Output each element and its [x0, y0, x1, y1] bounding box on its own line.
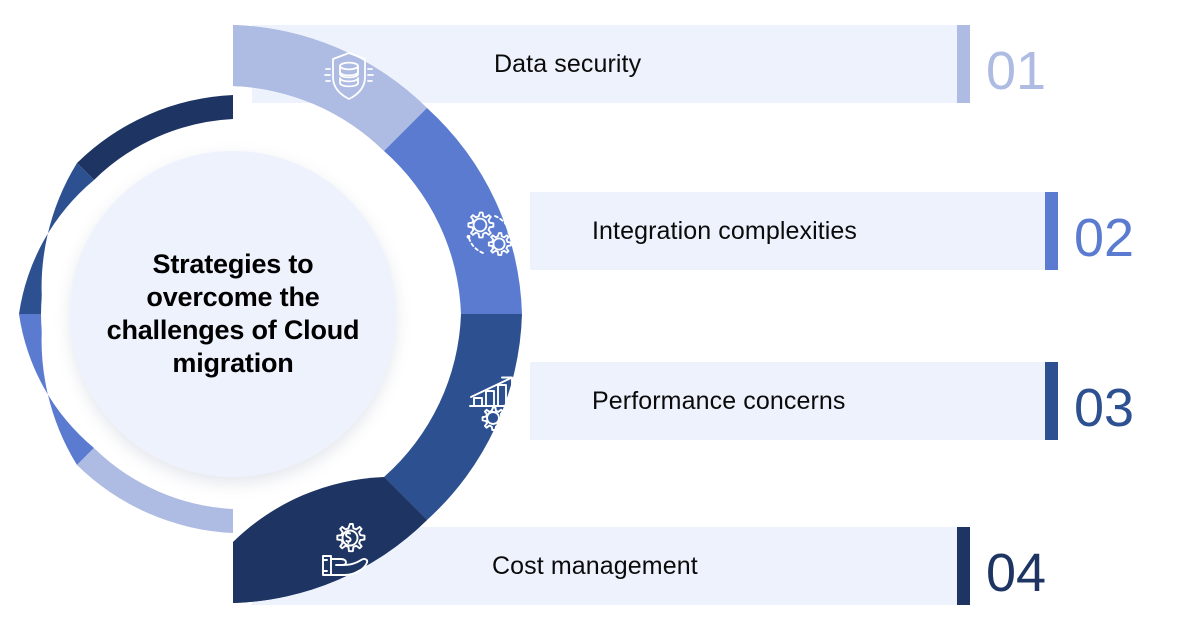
ring-thin-segment-upper-left — [19, 163, 94, 314]
center-circle: Strategies to overcome the challenges of… — [70, 151, 396, 477]
bar-chart-gear-icon — [461, 368, 525, 432]
ring-thin-segment-lower-left — [19, 314, 94, 465]
gears-icon — [457, 203, 521, 267]
ring-segment-4-extension — [233, 477, 427, 603]
row-accent-bar — [1045, 192, 1058, 270]
list-item-03[interactable]: Performance concerns 03 — [530, 362, 1134, 440]
shield-database-icon — [317, 45, 381, 109]
row-background — [530, 192, 1058, 270]
list-item-label: Data security — [494, 49, 642, 78]
list-item-label: Performance concerns — [592, 386, 846, 415]
list-item-label: Integration complexities — [592, 216, 858, 245]
list-item-number: 03 — [1074, 378, 1135, 438]
ring-thin-segment-bottom-left — [77, 448, 233, 533]
page-title: Strategies to overcome the challenges of… — [106, 249, 360, 378]
row-accent-bar — [957, 25, 970, 103]
list-item-label: Cost management — [492, 551, 698, 580]
ring-thin-segment-top-left — [77, 95, 233, 180]
list-item-02[interactable]: Integration complexities 02 — [530, 192, 1134, 270]
row-background — [530, 362, 1058, 440]
ring-segment-2 — [384, 108, 522, 314]
row-accent-bar — [1045, 362, 1058, 440]
list-item-number: 02 — [1074, 208, 1135, 268]
list-item-number: 01 — [986, 41, 1047, 101]
list-item-number: 04 — [986, 543, 1047, 603]
ring-segment-3 — [384, 314, 522, 520]
row-accent-bar — [957, 527, 970, 605]
ring-segment-1-extension — [233, 25, 427, 151]
hand-money-gear-icon — [315, 518, 379, 582]
